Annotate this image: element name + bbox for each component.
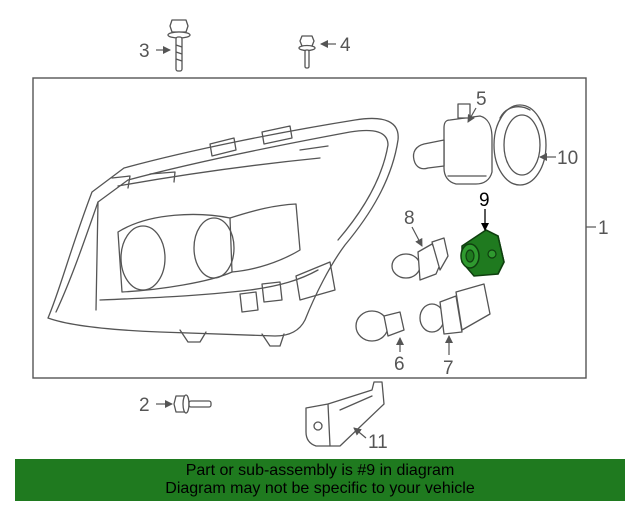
leader-11 <box>353 427 367 439</box>
assembly-frame <box>32 77 587 379</box>
callout-10[interactable]: 10 <box>557 148 578 169</box>
callout-5[interactable]: 5 <box>476 89 487 110</box>
callout-2[interactable]: 2 <box>139 395 150 416</box>
part-7-bulb[interactable] <box>419 283 491 335</box>
banner-line-1: Part or sub-assembly is #9 in diagram <box>185 462 455 479</box>
callout-1[interactable]: 1 <box>598 218 609 239</box>
part-1-headlamp-housing[interactable] <box>47 117 399 347</box>
leader-5 <box>467 107 477 123</box>
part-9-bulb-socket[interactable] <box>460 229 505 277</box>
callout-6[interactable]: 6 <box>394 354 405 375</box>
callout-7[interactable]: 7 <box>443 358 454 379</box>
part-2-bolt[interactable] <box>173 394 212 414</box>
callout-3[interactable]: 3 <box>139 41 150 62</box>
info-banner: Part or sub-assembly is #9 in diagram Di… <box>15 459 625 501</box>
callout-8[interactable]: 8 <box>404 208 415 229</box>
callout-11[interactable]: 11 <box>368 432 388 453</box>
callout-9[interactable]: 9 <box>479 190 490 211</box>
banner-line-2: Diagram may not be specific to your vehi… <box>165 480 475 497</box>
part-3-bolt[interactable] <box>167 19 191 72</box>
callout-4[interactable]: 4 <box>340 35 351 56</box>
part-10-cover[interactable] <box>493 104 547 186</box>
part-5-hid-bulb[interactable] <box>412 103 493 185</box>
part-11-bracket[interactable] <box>305 381 385 447</box>
part-8-bulb[interactable] <box>391 237 449 281</box>
part-4-screw[interactable] <box>298 35 316 69</box>
leader-8 <box>411 226 423 247</box>
part-6-bulb[interactable] <box>355 310 405 342</box>
